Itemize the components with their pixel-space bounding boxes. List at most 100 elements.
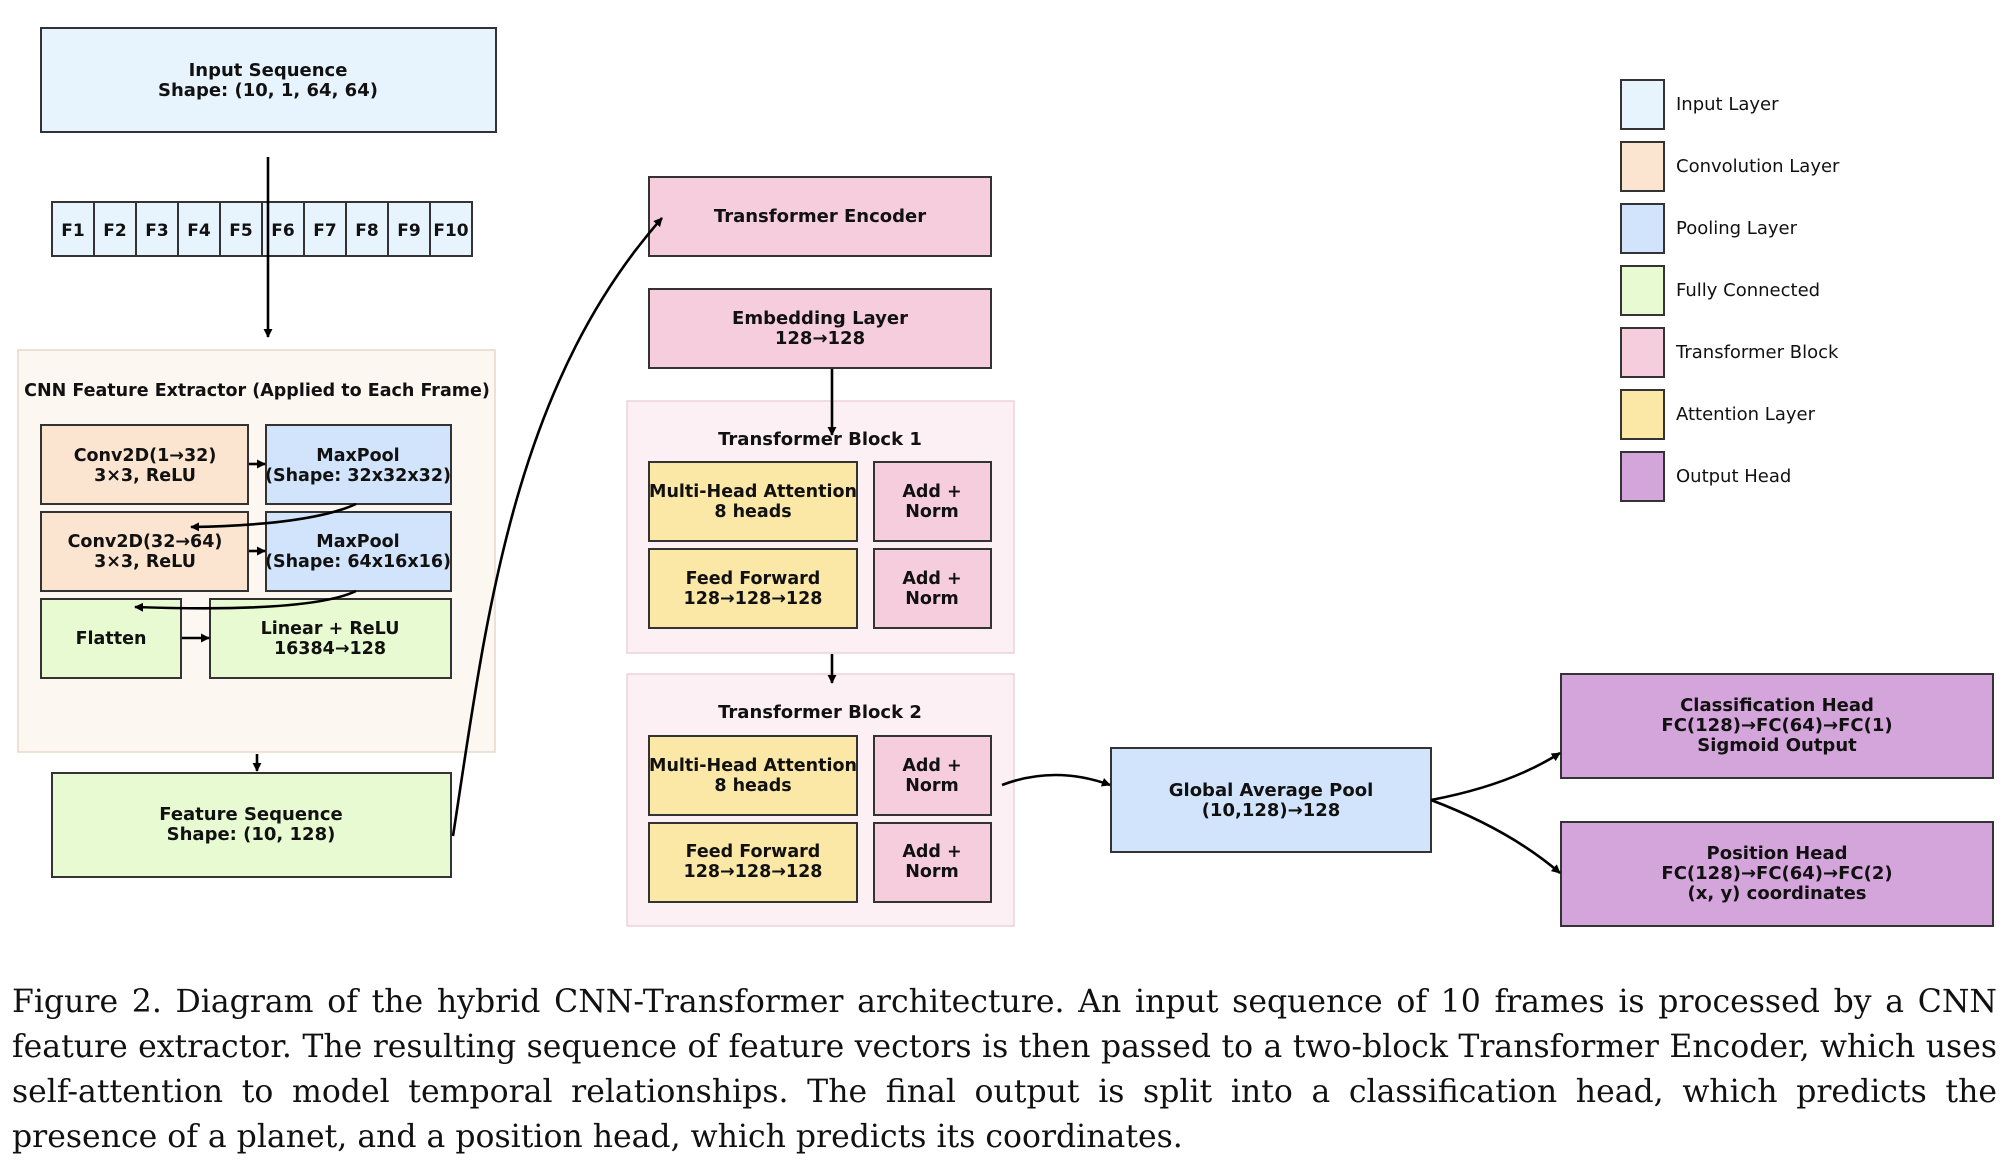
feature-sequence-box (51, 772, 452, 878)
input-sequence-box (40, 27, 497, 133)
block2-ff-box (648, 822, 858, 903)
pool2-line1: MaxPool (316, 532, 399, 552)
block2-ff-line2: 128→128→128 (684, 862, 823, 882)
block2-addnorm2-line1: Add + (902, 842, 961, 862)
legend-label-pooling: Pooling Layer (1676, 218, 1798, 239)
legend-label-transformer: Transformer Block (1675, 342, 1839, 363)
arrow-global-pool-to-position-head (1430, 798, 1561, 874)
pool1-line1: MaxPool (316, 446, 399, 466)
embedding-layer-line2: 128→128 (775, 328, 865, 349)
legend-swatch-attention (1620, 389, 1665, 440)
block1-addnorm1-line2: Norm (905, 502, 959, 522)
block2-addnorm1-line2: Norm (905, 776, 959, 796)
frame-box-10 (429, 201, 473, 257)
conv1-line1: Conv2D(1→32) (74, 446, 217, 466)
legend-swatch-input (1620, 79, 1665, 130)
block1-addnorm2-line2: Norm (905, 589, 959, 609)
legend-label-fully-connected: Fully Connected (1676, 280, 1820, 301)
frame-label-3: F3 (145, 221, 168, 241)
legend: Input Layer Convolution Layer Pooling La… (1620, 79, 1840, 502)
position-head-line1: Position Head (1707, 843, 1848, 864)
frame-box-5 (219, 201, 263, 257)
block1-ff-box (648, 548, 858, 629)
position-head-line2: FC(128)→FC(64)→FC(2) (1661, 863, 1892, 884)
arrow-global-pool-to-classification-head (1430, 751, 1561, 802)
frame-label-10: F10 (433, 221, 468, 241)
architecture-diagram: Input Sequence Shape: (10, 1, 64, 64) F1… (17, 27, 1994, 927)
conv2-line2: 3×3, ReLU (94, 552, 196, 572)
classification-head-line3: Sigmoid Output (1697, 735, 1857, 756)
arrow-feature-sequence-to-encoder (451, 217, 663, 837)
legend-swatch-output (1620, 451, 1665, 502)
arrow-block2-to-global-pool (1001, 773, 1111, 787)
transformer-block-2-title: Transformer Block 2 (718, 702, 922, 723)
frame-box-2 (93, 201, 137, 257)
frames-strip: F1 F2 F3 F4 F5 F6 F7 F8 F9 F10 (51, 201, 473, 257)
legend-label-convolution: Convolution Layer (1676, 156, 1840, 177)
frame-label-9: F9 (397, 221, 420, 241)
position-head-line3: (x, y) coordinates (1688, 883, 1867, 904)
pool2-box (265, 511, 452, 592)
frame-label-8: F8 (355, 221, 378, 241)
embedding-layer-line1: Embedding Layer (732, 308, 908, 329)
cnn-group-title: CNN Feature Extractor (Applied to Each F… (24, 381, 490, 401)
pool1-box (265, 424, 452, 505)
legend-swatch-convolution (1620, 141, 1665, 192)
arrow-pool2-to-flatten (134, 589, 357, 612)
linear-relu-line1: Linear + ReLU (261, 619, 400, 639)
feature-sequence-shape: Shape: (10, 128) (167, 824, 336, 845)
block1-addnorm2-box (873, 548, 992, 629)
frame-box-4 (177, 201, 221, 257)
block2-mha-box (648, 735, 858, 816)
legend-label-input: Input Layer (1676, 94, 1779, 115)
linear-relu-box (209, 598, 452, 679)
transformer-block-1-title: Transformer Block 1 (718, 429, 922, 450)
block2-addnorm1-box (873, 735, 992, 816)
transformer-encoder-label: Transformer Encoder (714, 206, 926, 227)
frame-box-3 (135, 201, 179, 257)
figure-caption: Figure 2. Diagram of the hybrid CNN-Tran… (12, 984, 1997, 1155)
block2-mha-line1: Multi-Head Attention (649, 756, 857, 776)
classification-head-line2: FC(128)→FC(64)→FC(1) (1661, 715, 1892, 736)
conv2-line1: Conv2D(32→64) (68, 532, 223, 552)
block2-mha-line2: 8 heads (714, 776, 791, 796)
frame-label-5: F5 (229, 221, 252, 241)
block1-addnorm1-box (873, 461, 992, 542)
block2-addnorm2-line2: Norm (905, 862, 959, 882)
frame-label-6: F6 (271, 221, 294, 241)
pool1-line2: (Shape: 32x32x32) (265, 466, 451, 486)
flatten-label: Flatten (76, 629, 147, 649)
block2-addnorm2-box (873, 822, 992, 903)
embedding-layer-box (648, 288, 992, 369)
conv1-box (40, 424, 249, 505)
legend-swatch-fully-connected (1620, 265, 1665, 316)
input-sequence-shape: Shape: (10, 1, 64, 64) (158, 80, 378, 101)
feature-sequence-title: Feature Sequence (159, 804, 342, 825)
conv1-line2: 3×3, ReLU (94, 466, 196, 486)
legend-label-attention: Attention Layer (1676, 404, 1816, 425)
frame-label-4: F4 (187, 221, 211, 241)
classification-head-box (1560, 673, 1994, 779)
block1-ff-line2: 128→128→128 (684, 589, 823, 609)
frame-box-8 (345, 201, 389, 257)
block1-mha-box (648, 461, 858, 542)
flatten-box (40, 598, 182, 679)
block1-mha-line2: 8 heads (714, 502, 791, 522)
block2-addnorm1-line1: Add + (902, 756, 961, 776)
legend-swatch-pooling (1620, 203, 1665, 254)
block2-ff-line1: Feed Forward (686, 842, 821, 862)
frame-label-1: F1 (61, 221, 84, 241)
transformer-encoder-box (648, 176, 992, 257)
frame-label-7: F7 (313, 221, 336, 241)
input-sequence-title: Input Sequence (189, 60, 348, 81)
global-average-pool-line1: Global Average Pool (1169, 780, 1374, 801)
frame-label-2: F2 (103, 221, 126, 241)
legend-swatch-transformer (1620, 327, 1665, 378)
position-head-box (1560, 821, 1994, 927)
pool2-line2: (Shape: 64x16x16) (265, 552, 451, 572)
block1-ff-line1: Feed Forward (686, 569, 821, 589)
frame-box-9 (387, 201, 431, 257)
block1-mha-line1: Multi-Head Attention (649, 482, 857, 502)
block1-addnorm1-line1: Add + (902, 482, 961, 502)
block1-addnorm2-line1: Add + (902, 569, 961, 589)
